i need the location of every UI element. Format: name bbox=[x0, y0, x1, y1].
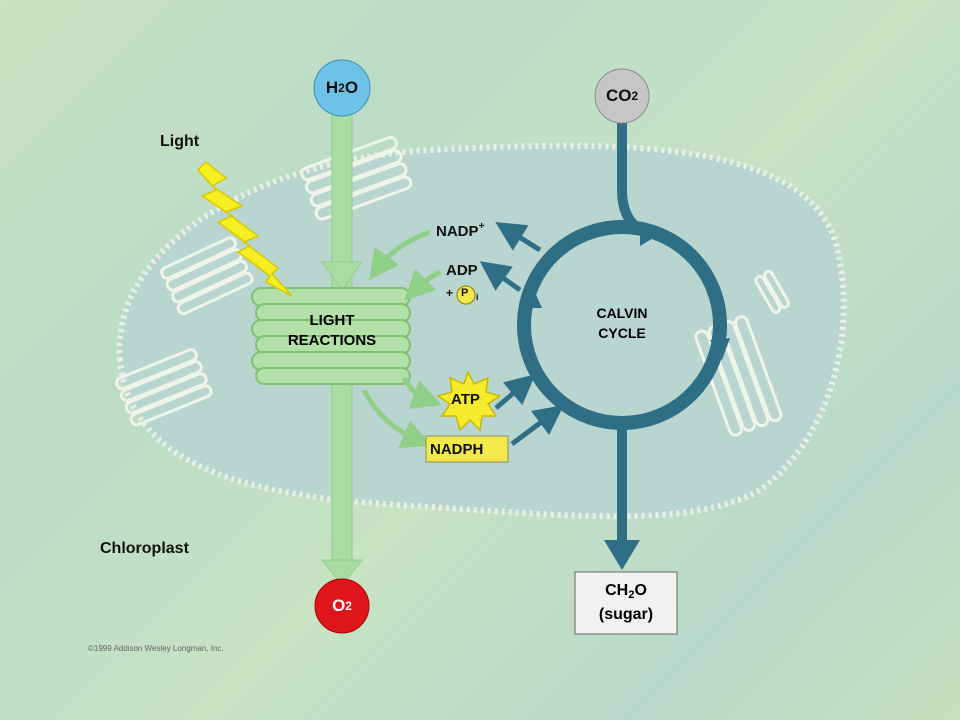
nadp-plus: + bbox=[478, 220, 485, 232]
pi-circle bbox=[456, 285, 476, 305]
atp-label: ATP bbox=[451, 391, 480, 408]
pi-symbol: P bbox=[461, 287, 469, 299]
adp-label: ADP bbox=[446, 262, 478, 279]
nadph-label: NADPH bbox=[430, 441, 484, 458]
chloroplast-label: Chloroplast bbox=[100, 540, 189, 557]
sugar-formula-tail: O bbox=[634, 582, 647, 599]
sugar-formula-sub: 2 bbox=[628, 589, 635, 601]
water-formula-sub: 2 bbox=[338, 81, 345, 95]
pi-subscript: i bbox=[476, 292, 479, 302]
light-reactions-stack bbox=[251, 287, 411, 385]
granum-right-upper bbox=[754, 269, 791, 314]
light-to-nadph-arrow bbox=[361, 388, 432, 449]
co2-formula-sub: 2 bbox=[631, 89, 639, 103]
light-reactions-label: LIGHT REACTIONS bbox=[262, 306, 402, 356]
nadp-label: NADP+ bbox=[436, 220, 485, 240]
cycle-arrowhead-left bbox=[522, 286, 542, 308]
o2-formula-sub: 2 bbox=[345, 599, 352, 613]
calvin-line2: CYCLE bbox=[598, 325, 646, 341]
light-reactions-line1: LIGHT bbox=[309, 312, 355, 329]
water-formula-main: H bbox=[325, 78, 339, 97]
calvin-cycle-label: CALVIN CYCLE bbox=[572, 300, 672, 346]
lightning-bolt-icon bbox=[196, 160, 293, 297]
light-reactions-line2: REACTIONS bbox=[287, 332, 377, 349]
o2-circle bbox=[314, 578, 370, 634]
light-label: Light bbox=[160, 133, 200, 150]
co2-circle bbox=[594, 68, 650, 124]
adp-return-arrow bbox=[479, 261, 522, 293]
adp-to-light-arrow bbox=[404, 268, 442, 301]
cycle-arrowhead-right bbox=[710, 338, 730, 360]
o2-down-arrowhead bbox=[320, 559, 364, 586]
atp-to-cycle-arrow bbox=[494, 374, 536, 410]
copyright-label: ©1999 Addison Wesley Longman, Inc. bbox=[88, 644, 224, 653]
nadp-text: NADP bbox=[436, 223, 479, 240]
water-down-arrowhead bbox=[321, 261, 363, 291]
granum-left-lower bbox=[115, 348, 213, 427]
light-to-atp-arrow bbox=[401, 376, 443, 409]
sugar-down-arrowhead bbox=[604, 540, 640, 570]
pi-plus: + bbox=[446, 286, 454, 300]
sugar-box bbox=[574, 571, 678, 635]
sugar-label: CH2O (sugar) bbox=[575, 572, 677, 634]
o2-formula-main: O bbox=[332, 596, 346, 615]
cycle-arrowhead-top bbox=[640, 222, 660, 246]
water-formula-tail: O bbox=[344, 78, 359, 97]
nadph-to-cycle-arrow bbox=[510, 405, 564, 446]
atp-burst bbox=[436, 370, 502, 432]
pi-label: + P i bbox=[446, 286, 479, 302]
nadp-to-light-arrow bbox=[369, 229, 431, 281]
sugar-name: (sugar) bbox=[598, 606, 654, 623]
co2-formula-main: CO bbox=[605, 86, 632, 105]
grana-stacks bbox=[115, 135, 791, 437]
calvin-line1: CALVIN bbox=[596, 305, 648, 321]
nadp-return-arrow bbox=[495, 222, 542, 253]
sugar-formula: CH2O bbox=[605, 581, 647, 605]
nadph-box bbox=[425, 435, 509, 463]
water-circle bbox=[313, 59, 371, 117]
sugar-formula-main: CH bbox=[605, 582, 629, 599]
